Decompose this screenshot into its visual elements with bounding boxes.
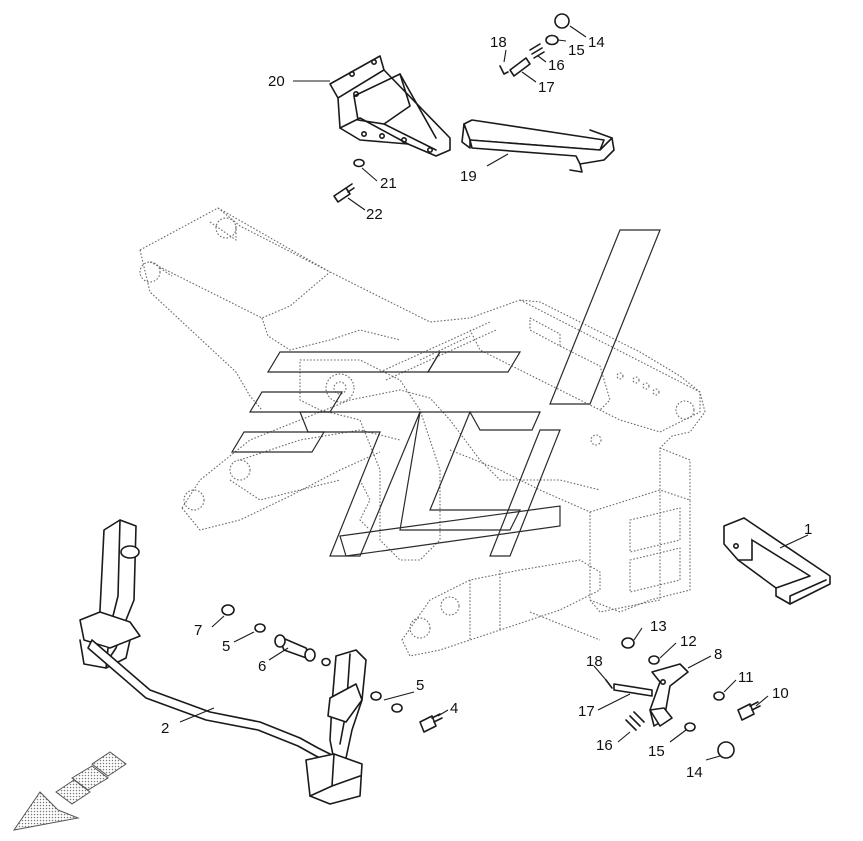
callout-5-left: 5 [222,638,230,655]
callout-18-bottom: 18 [586,653,603,670]
callout-8: 8 [714,646,722,663]
callout-10: 10 [772,685,789,702]
callout-5-right: 5 [416,677,424,694]
callout-17-top: 17 [538,79,555,96]
part-20-mount-bracket [329,55,451,157]
forward-direction-arrow-icon [12,751,127,831]
part-21-22-bolt-washer-top [333,158,365,203]
callout-18-top: 18 [490,34,507,51]
callout-17-bottom: 17 [578,703,595,720]
part-1-bracket [723,517,831,605]
callout-21: 21 [380,175,397,192]
callout-6: 6 [258,658,266,675]
leader-lines [179,25,809,761]
callout-15-bottom: 15 [648,743,665,760]
watermark-logo [230,229,661,557]
callout-12: 12 [680,633,697,650]
callout-22: 22 [366,206,383,223]
callout-2: 2 [161,720,169,737]
callout-labels: 20 19 21 22 18 15 14 16 17 1 2 7 5 6 5 4… [161,34,812,781]
part-19-tube-bracket [461,119,615,173]
callout-7: 7 [194,622,202,639]
callout-4: 4 [450,700,458,717]
callout-13: 13 [650,618,667,635]
callout-16-top: 16 [548,57,565,74]
callout-15-top: 15 [568,42,585,59]
part-2-stabilizer-bar [79,519,382,805]
callout-1: 1 [804,521,812,538]
callout-20: 20 [268,73,285,90]
callout-11: 11 [738,669,754,686]
main-frame [139,207,706,657]
parts-4-7-hardware [221,604,443,733]
callout-14-top: 14 [588,34,605,51]
parts-14-18-top [499,13,570,77]
callout-16-bottom: 16 [596,737,613,754]
callout-14-bottom: 14 [686,764,703,781]
parts-8-18-hardware [605,637,761,759]
callout-19: 19 [460,168,477,185]
